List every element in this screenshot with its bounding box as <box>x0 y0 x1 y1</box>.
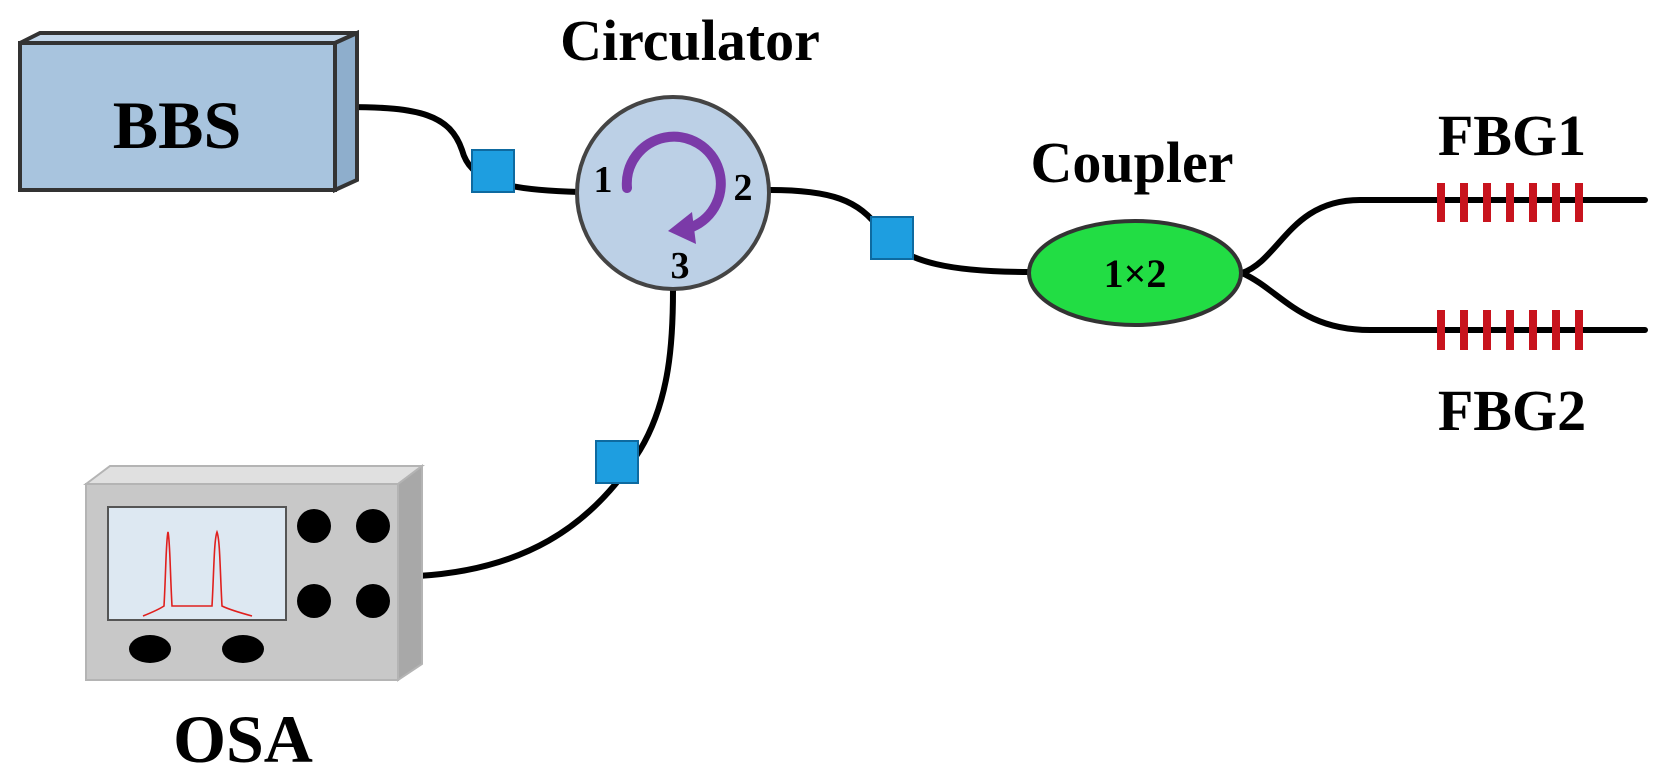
fiber-circulator-to-osa <box>415 287 676 579</box>
osa-knob <box>297 509 331 543</box>
fiber-coupler-to-fbg2 <box>1239 270 1648 333</box>
osa-label: OSA <box>173 701 313 777</box>
square-connector-icon <box>471 149 515 193</box>
grating-stripes-icon <box>1437 183 1583 222</box>
circulator-label: Circulator <box>560 8 820 73</box>
osa-knobs <box>129 509 390 663</box>
grating-stripes-icon <box>1437 310 1583 350</box>
coupler-body <box>1027 219 1243 327</box>
osa-spectrum-trace <box>142 529 253 617</box>
circulator-port-3: 3 <box>671 245 690 287</box>
fiber-coupler-to-fbg1 <box>1239 197 1648 276</box>
connectors <box>471 149 914 484</box>
osa-knob <box>356 584 390 618</box>
bbs-source: BBS <box>18 29 359 194</box>
square-connector-icon <box>595 440 639 484</box>
circulator-body <box>575 95 771 291</box>
osa-top-face <box>83 465 425 485</box>
bbs-side-face <box>333 29 359 194</box>
clockwise-circular-arrow-icon <box>621 131 726 244</box>
osa-screen <box>107 506 287 621</box>
osa-knob <box>129 635 171 663</box>
fiber-bbs-to-circulator <box>344 104 583 195</box>
fbg2-label: FBG2 <box>1438 378 1586 443</box>
bbs-label: BBS <box>113 87 242 163</box>
fibers <box>344 104 1648 579</box>
coupler-label: Coupler <box>1031 130 1234 195</box>
square-connector-icon <box>870 216 914 260</box>
coupler-ratio-label: 1×2 <box>1104 251 1167 296</box>
osa-knob <box>297 584 331 618</box>
circulator: Circulator 1 2 3 <box>560 8 820 291</box>
fbg1: FBG1 <box>1437 103 1586 222</box>
circulator-port-2: 2 <box>734 167 753 209</box>
bbs-front-face <box>18 41 337 192</box>
osa: OSA <box>83 464 425 777</box>
osa-knob <box>356 509 390 543</box>
osa-side-face <box>397 464 423 682</box>
coupler: Coupler 1×2 <box>1027 130 1243 327</box>
fbg1-label: FBG1 <box>1438 103 1586 168</box>
fbg2: FBG2 <box>1437 310 1586 443</box>
osa-knob <box>222 635 264 663</box>
circulator-port-1: 1 <box>594 159 613 201</box>
